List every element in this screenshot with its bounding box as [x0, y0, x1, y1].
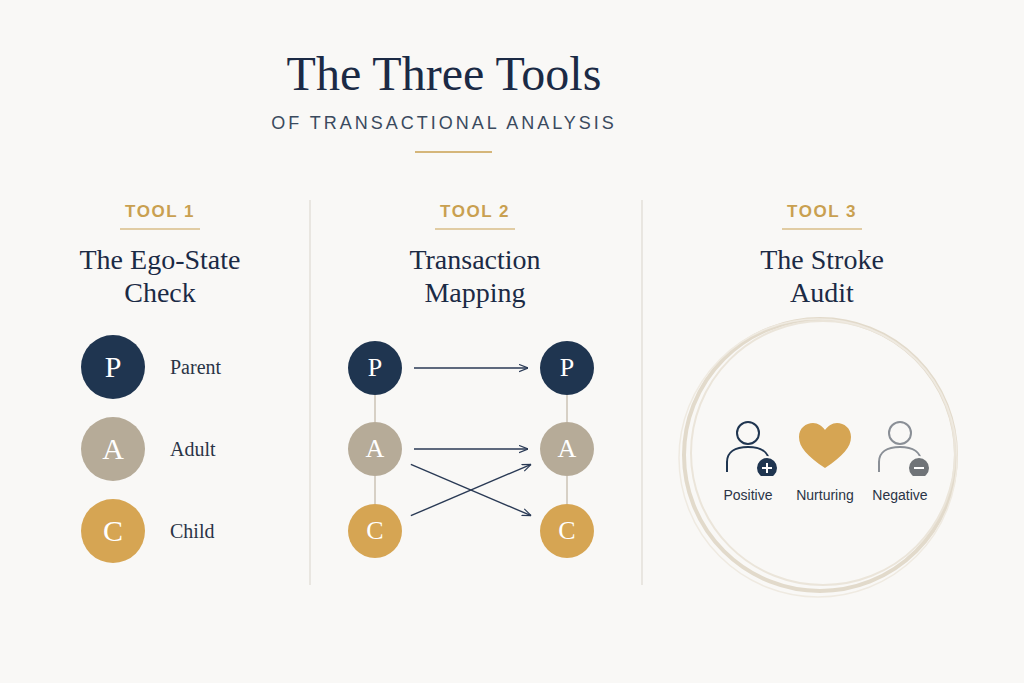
- transaction-arrow: [411, 464, 531, 515]
- sign-badge: [908, 457, 930, 476]
- stroke-icon: Positive: [713, 412, 783, 508]
- ego-state-name: Parent: [170, 355, 221, 379]
- circle-fill: [540, 504, 594, 558]
- sign-stroke: [766, 463, 768, 473]
- stroke-type: Nurturing: [770, 486, 880, 504]
- stroke-icon: Nurturing: [790, 412, 860, 508]
- ego-state-letter: A: [540, 422, 594, 476]
- stroke-type: Negative: [845, 486, 955, 504]
- person-icon: [718, 416, 778, 476]
- tool-underline: [435, 228, 515, 229]
- circle-fill: [540, 341, 594, 395]
- ego-state-letter: P: [540, 341, 594, 395]
- tool-number: TOOL 2: [375, 202, 575, 222]
- stroke-type: Positive: [693, 486, 803, 504]
- brush-ring: [679, 319, 957, 597]
- ego-state-circle: PParent: [81, 335, 145, 399]
- circle-fill: [81, 499, 145, 563]
- ego-state-circle: C: [348, 504, 402, 558]
- circle-fill: [540, 422, 594, 476]
- subtitle: OF TRANSACTIONAL ANALYSIS: [194, 112, 694, 134]
- tool-underline: [782, 228, 862, 229]
- title-divider: [415, 151, 492, 153]
- ego-state-circle: A: [540, 422, 594, 476]
- circle-fill: [81, 335, 145, 399]
- ego-state-letter: C: [348, 504, 402, 558]
- ego-state-circle: AAdult: [81, 417, 145, 481]
- brush-ring: [684, 319, 956, 591]
- ego-state-circle: A: [348, 422, 402, 476]
- person-head: [737, 422, 759, 444]
- transaction-arrow: [414, 367, 528, 368]
- ego-state-letter: A: [81, 417, 145, 481]
- ego-state-letter: P: [81, 335, 145, 399]
- ego-state-name: Adult: [170, 437, 216, 461]
- person-head: [889, 422, 911, 444]
- tool-heading: The Ego-State Check: [60, 243, 260, 309]
- ego-state-letter: P: [348, 341, 402, 395]
- circle-fill: [348, 341, 402, 395]
- heart-icon: [795, 416, 855, 476]
- ego-state-circle: C: [540, 504, 594, 558]
- stroke-icon: Negative: [865, 412, 935, 508]
- ego-state-letter: A: [348, 422, 402, 476]
- ego-state-link: [566, 476, 568, 504]
- transaction-arrow: [414, 448, 528, 449]
- ego-state-name: Child: [170, 519, 214, 543]
- sign-badge: [756, 457, 778, 476]
- tool-number: TOOL 1: [60, 202, 260, 222]
- brush-ring: [691, 321, 955, 585]
- ego-state-link: [374, 395, 376, 422]
- ego-state-link: [566, 395, 568, 422]
- tool-heading: Transaction Mapping: [375, 243, 575, 309]
- tool-underline: [120, 228, 200, 229]
- ego-state-circle: P: [540, 341, 594, 395]
- transaction-arrow: [411, 464, 531, 515]
- ego-state-circle: P: [348, 341, 402, 395]
- tool-heading: The Stroke Audit: [737, 243, 907, 309]
- sign-stroke: [914, 467, 924, 469]
- ego-state-letter: C: [540, 504, 594, 558]
- circle-fill: [81, 417, 145, 481]
- ego-state-link: [374, 476, 376, 504]
- diagram-title: The Three Tools: [144, 46, 744, 102]
- person-icon: [870, 416, 930, 476]
- column-separator: [309, 200, 310, 585]
- ego-state-circle: CChild: [81, 499, 145, 563]
- ego-state-letter: C: [81, 499, 145, 563]
- column-separator: [641, 200, 642, 585]
- tool-number: TOOL 3: [722, 202, 922, 222]
- heart-shape: [799, 423, 851, 468]
- circle-fill: [348, 422, 402, 476]
- circle-fill: [348, 504, 402, 558]
